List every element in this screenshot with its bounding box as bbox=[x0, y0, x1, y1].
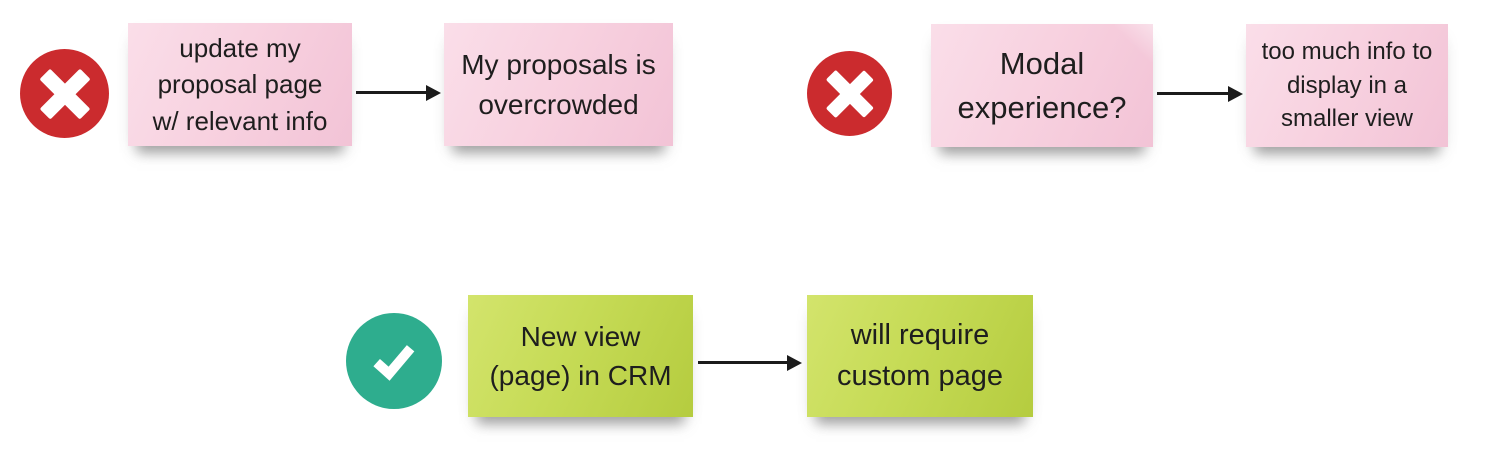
accept-check-icon[interactable] bbox=[346, 313, 442, 409]
note-text-line: My proposals is bbox=[461, 49, 656, 81]
sticky-note-too-much-info[interactable]: too much info to display in a smaller vi… bbox=[1246, 24, 1448, 147]
sticky-note-proposals-overcrowded[interactable]: My proposals is overcrowded bbox=[444, 23, 673, 146]
note-text-line: (page) in CRM bbox=[489, 360, 672, 391]
note-text-line: display in a bbox=[1286, 71, 1408, 99]
sticky-note-custom-page[interactable]: will require custom page bbox=[807, 295, 1033, 417]
note-text-line: experience? bbox=[957, 89, 1127, 125]
note-text-line: will require bbox=[850, 319, 990, 352]
sticky-note-new-view-crm[interactable]: New view (page) in CRM bbox=[468, 295, 693, 417]
arrow-connector[interactable] bbox=[698, 361, 788, 364]
note-text-line: Modal bbox=[999, 46, 1085, 82]
note-text-line: w/ relevant info bbox=[152, 105, 328, 136]
sticky-note-modal-experience[interactable]: Modal experience? bbox=[931, 24, 1153, 147]
note-text-line: New view bbox=[520, 320, 641, 352]
note-text-line: too much info to bbox=[1261, 38, 1433, 66]
note-text-line: update my bbox=[179, 32, 301, 63]
note-text-line: overcrowded bbox=[478, 88, 639, 120]
note-text-line: custom page bbox=[836, 360, 1004, 392]
note-text-line: smaller view bbox=[1280, 105, 1414, 133]
arrow-connector[interactable] bbox=[1157, 92, 1229, 95]
checkmark-icon bbox=[373, 345, 415, 382]
reject-x-icon[interactable] bbox=[20, 49, 109, 138]
reject-x-icon[interactable] bbox=[807, 51, 892, 136]
note-text-line: proposal page bbox=[157, 69, 323, 100]
sticky-note-update-proposal-page[interactable]: update my proposal page w/ relevant info bbox=[128, 23, 352, 146]
arrow-connector[interactable] bbox=[356, 91, 427, 94]
